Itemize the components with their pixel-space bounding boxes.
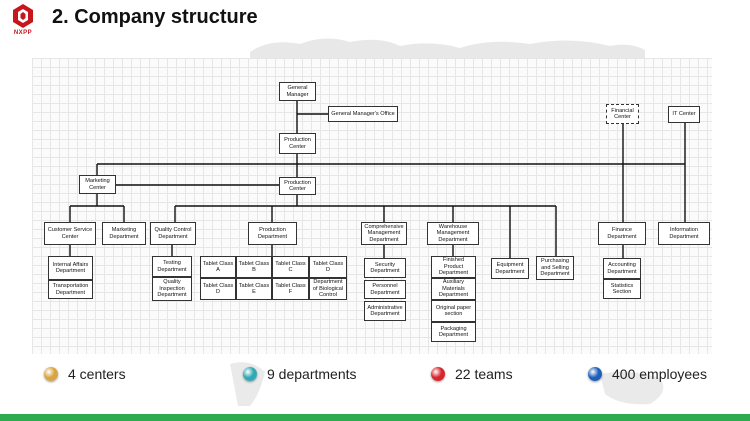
logo-text: NXPP xyxy=(13,30,33,36)
node-administrative-department: Administrative Department xyxy=(364,301,406,321)
stat-centers: 4 centers xyxy=(44,366,126,382)
stat-departments: 9 departments xyxy=(243,366,357,382)
node-internal-affairs-department: Internal Affairs Department xyxy=(48,256,93,280)
node-quality-control-department: Quality Control Department xyxy=(150,222,196,245)
node-warehouse-management-department: Warehouse Management Department xyxy=(427,222,479,245)
world-map-decoration-top xyxy=(250,38,645,60)
node-packaging-department: Packaging Department xyxy=(431,322,476,342)
node-tablet-class-b: Tablet Class B xyxy=(236,256,272,278)
footer-accent-bar xyxy=(0,414,750,421)
node-auxiliary-materials-department: Auxiliary Materials Department xyxy=(431,278,476,300)
stats-row: 4 centers 9 departments 22 teams 400 emp… xyxy=(0,360,750,396)
node-information-department: Information Department xyxy=(658,222,710,245)
node-tablet-class-a: Tablet Class A xyxy=(200,256,236,278)
node-tablet-class-d-upper: Tablet Class D xyxy=(309,256,347,278)
node-equipment-department: Equipment Department xyxy=(491,258,529,279)
logo-mark-icon xyxy=(13,4,33,28)
node-financial-center: Financial Center xyxy=(606,104,639,124)
stat-label: 22 teams xyxy=(455,366,513,382)
node-security-department: Security Department xyxy=(364,258,406,278)
gold-bullet-icon xyxy=(44,367,58,381)
node-marketing-department: Marketing Department xyxy=(102,222,146,245)
node-it-center: IT Center xyxy=(668,106,700,123)
stat-teams: 22 teams xyxy=(431,366,513,382)
node-tablet-class-e: Tablet Class E xyxy=(236,278,272,300)
node-production-center-1: Production Center xyxy=(279,133,316,154)
node-production-center-2: Production Center xyxy=(279,177,316,195)
node-tablet-class-d-lower: Tablet Class D xyxy=(200,278,236,300)
blue-bullet-icon xyxy=(588,367,602,381)
node-transportation-department: Transportation Department xyxy=(48,280,93,299)
red-bullet-icon xyxy=(431,367,445,381)
node-gm-office: General Manager's Office xyxy=(328,106,398,122)
node-marketing-center: Marketing Center xyxy=(79,175,116,194)
node-production-department: Production Department xyxy=(248,222,297,245)
teal-bullet-icon xyxy=(243,367,257,381)
node-accounting-department: Accounting Department xyxy=(603,258,641,279)
stat-label: 400 employees xyxy=(612,366,707,382)
node-biological-control-department: Department of Biological Control xyxy=(309,278,347,300)
node-tablet-class-f: Tablet Class F xyxy=(272,278,309,300)
node-purchasing-selling-department: Purchasing and Selling Department xyxy=(536,256,574,280)
company-logo: NXPP xyxy=(8,4,38,40)
node-statistics-section: Statistics Section xyxy=(603,279,641,299)
node-tablet-class-c: Tablet Class C xyxy=(272,256,309,278)
node-customer-service-center: Customer Service Center xyxy=(44,222,96,245)
stat-employees: 400 employees xyxy=(588,366,707,382)
node-general-manager: General Manager xyxy=(279,82,316,101)
node-quality-inspection-department: Quality Inspection Department xyxy=(152,277,192,301)
stat-label: 9 departments xyxy=(267,366,357,382)
node-finished-product-department: Finished Product Department xyxy=(431,256,476,278)
node-finance-department: Finance Department xyxy=(598,222,646,245)
node-original-paper-section: Original paper section xyxy=(431,300,476,322)
stat-label: 4 centers xyxy=(68,366,126,382)
node-personnel-department: Personnel Department xyxy=(364,280,406,299)
node-testing-department: Testing Department xyxy=(152,256,192,277)
node-comprehensive-management-department: Comprehensive Management Department xyxy=(361,222,407,245)
page-title: 2. Company structure xyxy=(52,6,258,28)
